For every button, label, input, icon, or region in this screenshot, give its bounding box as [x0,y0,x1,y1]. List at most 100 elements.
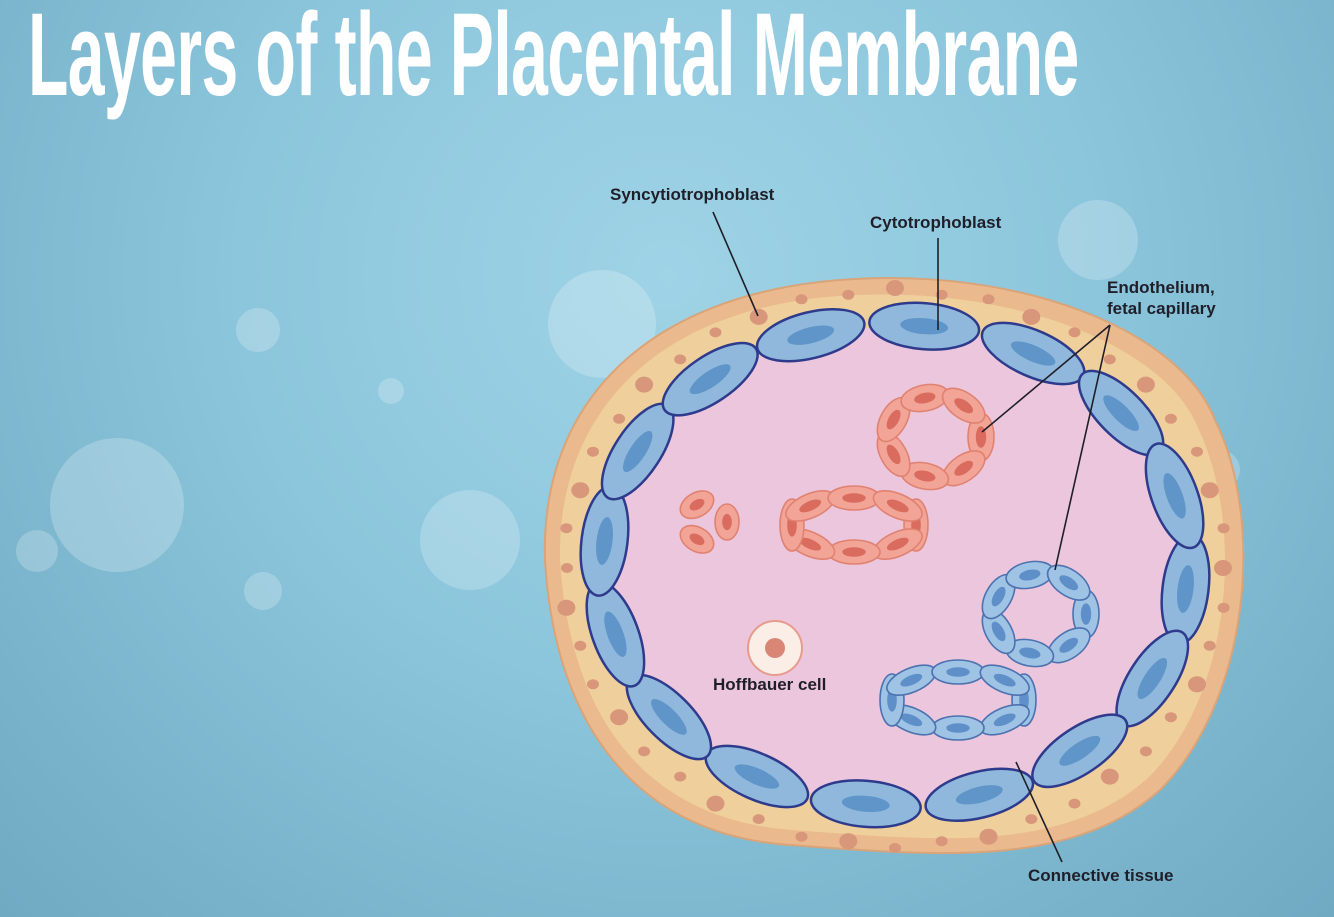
syncytiotrophoblast-nucleus [1025,814,1038,825]
label-cytotrophoblast: Cytotrophoblast [870,213,1002,232]
cytotrophoblast-cell [1077,369,1165,457]
cytotrophoblast-nucleus [955,785,1003,805]
syncytiotrophoblast-nucleus [574,640,587,651]
syncytiotrophoblast-nucleus [613,413,626,424]
bokeh-circle [420,490,520,590]
endothelial-cell [1046,627,1091,664]
syncytiotrophoblast-nucleus [752,814,765,825]
endothelial-nucleus [689,533,705,546]
syncytiotrophoblast-nucleus [557,599,576,616]
endothelial-nucleus [914,470,936,482]
endothelial-cell [900,383,950,413]
endothelial-cell [941,387,986,424]
syncytiotrophoblast-nucleus [610,709,629,726]
endothelial-nucleus [886,444,901,465]
cytotrophoblast-cell [1160,533,1211,645]
endothelial-nucleus [1019,569,1041,581]
syncytiotrophoblast-nucleus [709,327,722,338]
endothelial-nucleus [954,398,974,414]
cytotrophoblast-nucleus [689,364,731,395]
cytotrophoblast-cell [1031,713,1129,789]
label-endothelium-line2: fetal capillary [1107,299,1216,318]
endothelial-cell [1005,638,1055,668]
endothelial-cell [679,524,715,554]
endothelial-nucleus [799,537,822,551]
endothelial-nucleus [900,713,923,727]
hoffbauer-cell [747,620,803,676]
capillary [876,383,995,491]
page-title: Layers of the Placental Membrane [28,0,1079,121]
syncytiotrophoblast-nucleus [1022,308,1041,325]
syncytiotrophoblast-nucleus [587,446,599,457]
endothelial-nucleus [991,586,1006,607]
endothelial-nucleus [1080,603,1092,625]
cytotrophoblast-nucleus [787,325,835,345]
cytotrophoblast-nucleus [1177,565,1194,613]
endothelial-nucleus [886,409,901,430]
endothelial-nucleus [842,547,866,557]
cytotrophoblast-cell [579,485,630,597]
leader-line-endothelium-1 [981,324,1111,433]
cytotrophoblast-nucleus [900,317,949,335]
label-hoffbauer-cell: Hoffbauer cell [713,675,826,694]
capillary [981,560,1100,668]
syncytiotrophoblast-nucleus [1217,523,1230,534]
syncytiotrophoblast-nucleus [674,771,687,782]
syncytiotrophoblast-nucleus [1103,354,1116,365]
endothelial-nucleus [1059,575,1079,591]
label-endothelium-line1: Endothelium, [1107,278,1215,297]
endothelial-nucleus [1059,637,1079,653]
capillary [879,659,1037,741]
syncytiotrophoblast-nucleus [587,679,599,690]
cytotrophoblast-cell [1115,629,1190,728]
syncytiotrophoblast-nucleus [1068,798,1081,809]
syncytiotrophoblast-nucleus [706,795,725,812]
syncytiotrophoblast-nucleus [635,376,654,393]
syncytiotrophoblast-nucleus [795,831,808,842]
endothelial-nucleus [689,498,705,511]
syncytiotrophoblast-nucleus [1203,640,1216,651]
cytotrophoblast-nucleus [1103,395,1139,432]
syncytiotrophoblast-nucleus [1136,376,1155,393]
endothelial-nucleus [900,673,923,687]
syncytiotrophoblast-nucleus [560,523,573,534]
syncytiotrophoblast-nucleus [982,294,995,305]
cytotrophoblast-cell [661,341,759,417]
syncytiotrophoblast-nucleus [795,294,808,305]
connective-tissue [605,327,1185,803]
endothelial-nucleus [1019,647,1041,659]
endothelial-nucleus [954,460,974,476]
syncytiotrophoblast-nucleus [935,836,948,847]
syncytiotrophoblast-nucleus [886,280,904,296]
endothelial-cell [931,659,985,685]
label-syncytiotrophoblast: Syncytiotrophoblast [610,185,775,204]
endothelial-nucleus [886,537,909,551]
fetal-capillary-blue [879,560,1100,741]
endothelial-cell [981,608,1016,655]
syncytiotrophoblast-nucleus [1139,746,1152,757]
cytotrophoblast-cell [868,301,981,351]
cytotrophoblast-cell [1144,442,1205,550]
bokeh-circle [1058,200,1138,280]
cytotrophoblast-cell [600,402,675,501]
endothelial-nucleus [842,493,866,503]
cytotrophoblast-layer [579,301,1211,829]
endothelial-cell [931,715,985,741]
endothelial-nucleus [886,499,909,513]
syncytiotrophoblast-nucleus [561,563,573,573]
syncytiotrophoblast-nucleus [638,746,651,757]
syncytiotrophoblast-nucleus [1164,413,1177,424]
bokeh-circle [16,530,58,572]
syncytiotrophoblast-nucleus [749,308,768,325]
cytotrophoblast-nucleus [734,764,780,789]
syncytiotrophoblast-nucleus [1214,560,1232,576]
endothelial-nucleus [946,723,970,733]
endothelial-cell [714,503,740,541]
cytotrophoblast-nucleus [1163,473,1186,519]
endothelial-nucleus [991,621,1006,642]
endothelial-nucleus [722,513,732,531]
cytotrophoblast-nucleus [651,698,687,735]
fetal-capillary-red [679,383,995,565]
endothelial-cell [1005,560,1055,590]
